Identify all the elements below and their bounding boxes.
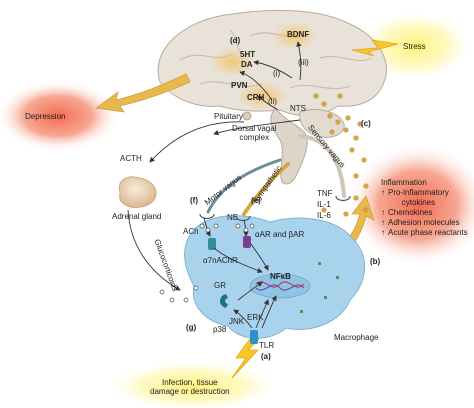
inflammation-item: ↑Adhesion molecules — [381, 218, 468, 228]
chemokine-dots — [300, 262, 339, 313]
inflammation-item-label: Acute phase reactants — [388, 228, 468, 237]
inflammation-items: ↑Pro-inflammatory cytokines↑Chemokines↑A… — [381, 188, 468, 238]
da-label: DA — [241, 60, 253, 69]
marker-e: (e) — [251, 196, 261, 205]
marker-d: (d) — [230, 36, 241, 45]
erk-label: ERK — [247, 313, 264, 322]
marker-iii: (iii) — [298, 58, 309, 67]
inflammation-item: ↑Pro-inflammatory cytokines — [381, 188, 468, 208]
up-arrow-icon: ↑ — [381, 218, 385, 227]
gr-receptor — [220, 294, 228, 308]
il1-label: IL-1 — [317, 200, 331, 209]
adrenergic-receptor-label: αAR and βAR — [255, 230, 305, 239]
inflammation-item-label: Adhesion molecules — [388, 218, 460, 227]
dorsal-vagal-complex-label: Dorsal vagal complex — [232, 124, 277, 142]
neurotransmitter-dots — [159, 223, 255, 303]
inflammation-item-label: Pro-inflammatory cytokines — [388, 188, 449, 207]
acth-label: ACTH — [120, 154, 142, 163]
bdnf-label: BDNF — [287, 30, 310, 39]
inflammation-list: Inflammation ↑Pro-inflammatory cytokines… — [381, 178, 468, 238]
p38-label: p38 — [213, 325, 227, 334]
a7nachr-receptor — [208, 238, 216, 250]
sympathetic-path — [242, 162, 290, 216]
marker-ii: (ii) — [268, 97, 277, 106]
pituitary-label: Pituitary — [214, 112, 243, 121]
marker-b: (b) — [370, 257, 381, 266]
brain-illustration — [157, 9, 387, 185]
cytokine-dots — [313, 93, 369, 217]
adrenal-gland-label: Adrenal gland — [112, 212, 162, 221]
tlr-receptor — [250, 330, 258, 344]
stress-lightning-bolt — [351, 39, 399, 57]
motor-vagus-path — [206, 158, 282, 214]
depression-arrow — [95, 73, 191, 113]
tnf-label: TNF — [317, 189, 333, 198]
macrophage-label: Macrophage — [334, 333, 379, 342]
marker-f: (f) — [190, 196, 198, 205]
5ht-label: 5HT — [240, 50, 256, 59]
inflammation-item: ↑Chemokines — [381, 208, 468, 218]
marker-i: (i) — [273, 69, 281, 78]
marker-a: (a) — [261, 352, 271, 361]
inflammation-item-label: Chemokines — [388, 208, 433, 217]
up-arrow-icon: ↑ — [381, 228, 385, 237]
ach-label: ACh — [183, 227, 199, 236]
adrenergic-receptor — [243, 236, 251, 248]
dorsal-vagal-arrow — [213, 119, 301, 136]
inflammation-glow — [346, 143, 474, 267]
depression-glow — [0, 80, 120, 152]
ne-label: NE — [227, 213, 239, 222]
a7nachr-label: α7nAChR — [203, 256, 238, 265]
crh-label: CRH — [247, 93, 265, 102]
tlr-label: TLR — [259, 341, 275, 350]
pvn-label: PVN — [231, 81, 248, 90]
nfkb-label: NFκB — [270, 272, 291, 281]
il6-label: IL-6 — [317, 211, 331, 220]
inflammation-title: Inflammation — [381, 178, 427, 187]
up-arrow-icon: ↑ — [381, 208, 385, 217]
up-arrow-icon: ↑ — [381, 188, 385, 197]
stress-label: Stress — [403, 42, 426, 51]
adrenal-gland — [118, 176, 157, 208]
jnk-label: JNK — [229, 317, 245, 326]
inflammation-item: ↑Acute phase reactants — [381, 228, 468, 238]
marker-c: (c) — [361, 119, 371, 128]
depression-label: Depression — [25, 112, 66, 121]
infection-label: Infection, tissue damage or destruction — [150, 378, 230, 396]
marker-g: (g) — [186, 323, 197, 332]
gr-label: GR — [214, 281, 226, 290]
sensory-vagus-path — [298, 134, 346, 198]
nts-label: NTS — [290, 104, 306, 113]
